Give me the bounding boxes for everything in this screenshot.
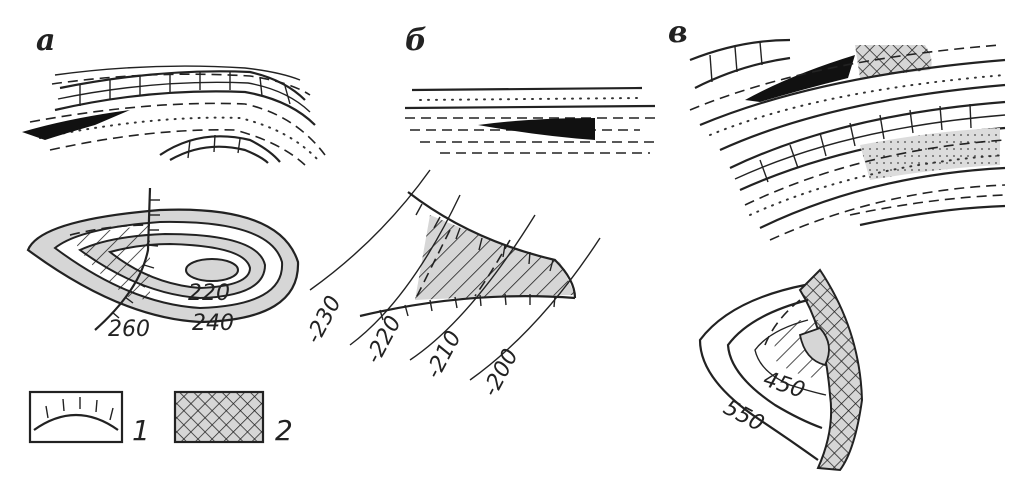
panel-b-section <box>404 86 656 154</box>
contour-label-260: 260 <box>108 317 150 342</box>
contour-label-minus-230: -230 <box>301 292 347 348</box>
legend-label-1: 1 <box>132 414 150 447</box>
legend-item-fault-symbol: 1 <box>28 390 150 447</box>
contour-label-minus-210: -210 <box>421 327 467 383</box>
panel-v-label: в <box>668 15 688 50</box>
contour-label-550: 550 <box>719 395 768 437</box>
panel-b-label: б <box>405 23 427 58</box>
legend: 1 2 <box>28 390 293 447</box>
contour-label-minus-200: -200 <box>478 345 524 401</box>
contour-label-220: 220 <box>188 281 230 306</box>
panel-a-label: а <box>36 23 55 58</box>
panel-b-map: -230 -220 -210 -200 <box>301 169 601 401</box>
panel-a-map: 220 240 260 <box>26 187 300 342</box>
legend-label-2: 2 <box>275 414 293 447</box>
contour-label-minus-220: -220 <box>361 312 407 368</box>
legend-item-crosshatch: 2 <box>173 390 293 447</box>
panel-a-section <box>22 65 326 166</box>
panel-v-map: 450 550 <box>698 268 864 472</box>
contour-label-240: 240 <box>192 311 234 336</box>
panel-v-section <box>689 38 1006 241</box>
